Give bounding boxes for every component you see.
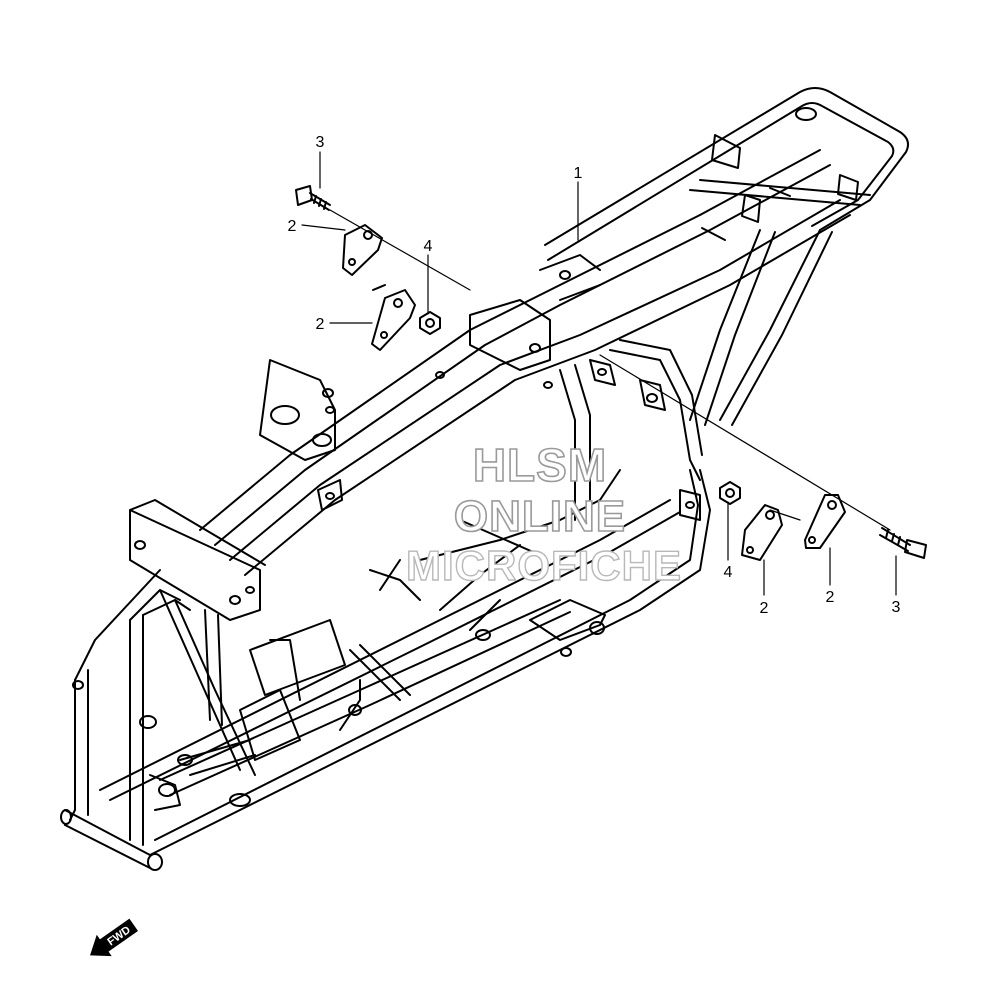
front-section (69, 499, 266, 846)
callout-4-top: 4 (424, 238, 433, 255)
callout-3-right: 3 (892, 599, 901, 616)
rear-carrier (544, 87, 909, 261)
axis-lines (329, 209, 891, 531)
callout-1: 1 (574, 165, 583, 182)
seat-cross-bracket (435, 254, 601, 389)
callout-3-top: 3 (316, 134, 325, 151)
watermark-line-1: HLSM (472, 438, 608, 492)
left-hardware (295, 185, 441, 351)
bottom-cross-tube (60, 809, 163, 871)
watermark-line-3: MICROFICHE (405, 541, 682, 589)
callout-4-right: 4 (724, 564, 733, 581)
frame-drawing (60, 87, 927, 871)
rear-inner-tubes (559, 339, 703, 521)
callout-2-upper: 2 (288, 218, 297, 235)
rear-struts (689, 229, 833, 426)
fwd-arrow-icon: FWD (90, 918, 139, 957)
callout-2-mid: 2 (316, 316, 325, 333)
watermark-line-2: ONLINE (453, 491, 627, 542)
cross-members (149, 469, 621, 811)
callout-2-right-a: 2 (760, 600, 769, 617)
engine-mount-tabs (317, 479, 343, 511)
callout-labels: 3 2 4 2 1 4 2 2 3 (288, 134, 901, 617)
head-tube-bracket (259, 359, 336, 461)
right-hardware (719, 481, 927, 561)
leader-lines (301, 151, 897, 596)
callout-2-right-b: 2 (826, 589, 835, 606)
